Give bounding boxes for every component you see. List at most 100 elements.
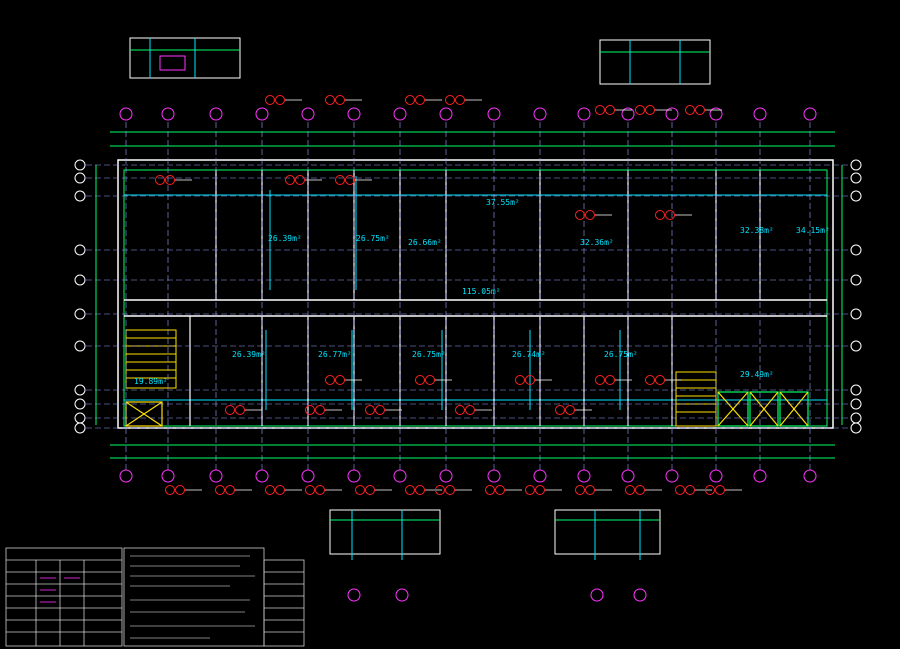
tag-circle: [595, 105, 605, 115]
axis-bubble: [74, 172, 86, 184]
tag-circle: [485, 485, 495, 495]
tag-circle: [165, 175, 175, 185]
tag-circle: [275, 95, 285, 105]
detail-bottom-left: [329, 509, 441, 602]
axis-bubble: [439, 107, 453, 121]
tag-circle: [155, 175, 165, 185]
tag-circle: [715, 485, 725, 495]
tag-circle: [425, 375, 435, 385]
axis-bubble: [850, 274, 862, 286]
tag-circle: [215, 485, 225, 495]
room-area-label: 115.05m²: [462, 287, 501, 296]
tag-circle: [445, 95, 455, 105]
tag-circle: [295, 175, 305, 185]
axis-bubble: [487, 469, 501, 483]
tag-circle: [565, 405, 575, 415]
tag-circle: [525, 485, 535, 495]
detail-bottom-right: [554, 509, 661, 602]
axis-bubble: [347, 107, 361, 121]
axis-bubble: [850, 159, 862, 171]
axis-bubble: [74, 159, 86, 171]
axis-bubble: [74, 412, 86, 424]
tag-circle: [315, 405, 325, 415]
tag-circle: [285, 175, 295, 185]
axis-bubble: [487, 107, 501, 121]
axis-bubble: [665, 107, 679, 121]
axis-bubble: [665, 469, 679, 483]
tag-circle: [685, 485, 695, 495]
room-area-label: 29.49m²: [740, 370, 774, 379]
tag-circle: [265, 95, 275, 105]
axis-bubble: [301, 107, 315, 121]
axis-bubble: [709, 469, 723, 483]
tag-circle: [225, 485, 235, 495]
dimension-lines: [95, 131, 843, 459]
axis-bubble: [850, 412, 862, 424]
tag-circle: [345, 175, 355, 185]
tag-circle: [175, 485, 185, 495]
tag-circle: [625, 485, 635, 495]
room-area-label: 26.66m²: [408, 238, 442, 247]
axis-bubble: [803, 107, 817, 121]
tag-circle: [375, 405, 385, 415]
tag-circle: [415, 485, 425, 495]
axis-bubble: [850, 308, 862, 320]
tag-circle: [495, 485, 505, 495]
axis-bubble: [850, 422, 862, 434]
axis-bubble: [393, 469, 407, 483]
tag-circle: [445, 485, 455, 495]
axis-bubble: [161, 107, 175, 121]
room-area-label: 26.77m²: [318, 350, 352, 359]
axis-bubble: [255, 469, 269, 483]
axis-bubble: [301, 469, 315, 483]
tag-circle: [415, 95, 425, 105]
axis-bubble: [850, 172, 862, 184]
tag-circle: [675, 485, 685, 495]
tag-circle: [705, 485, 715, 495]
tag-circle: [415, 375, 425, 385]
axis-bubble: [74, 384, 86, 396]
room-area-label: 26.75m²: [412, 350, 446, 359]
tag-circle: [635, 105, 645, 115]
axis-bubble: [533, 469, 547, 483]
axis-bubble: [709, 107, 723, 121]
axis-bubble: [161, 469, 175, 483]
axis-bubble: [621, 469, 635, 483]
axis-bubble: [850, 340, 862, 352]
tag-circle: [585, 210, 595, 220]
axis-bubble: [74, 274, 86, 286]
grid-axes: [74, 107, 862, 483]
tag-circle: [645, 105, 655, 115]
axis-bubble: [74, 244, 86, 256]
tag-circle: [235, 405, 245, 415]
tag-circle: [655, 375, 665, 385]
tag-circle: [575, 210, 585, 220]
tag-circle: [555, 405, 565, 415]
room-area-label: 26.39m²: [232, 350, 266, 359]
tag-circle: [655, 210, 665, 220]
axis-bubble: [850, 244, 862, 256]
room-area-label: 26.39m²: [268, 234, 302, 243]
tag-circle: [605, 375, 615, 385]
tag-circle: [335, 95, 345, 105]
room-area-label: 19.89m²: [134, 377, 168, 386]
axis-bubble: [850, 398, 862, 410]
tag-circle: [665, 210, 675, 220]
axis-bubble: [74, 308, 86, 320]
tag-circle: [165, 485, 175, 495]
axis-bubble: [850, 384, 862, 396]
axis-bubble: [753, 469, 767, 483]
legend-table: [5, 547, 305, 647]
plumbing-lines: [265, 176, 621, 410]
axis-bubble: [209, 469, 223, 483]
tag-circle: [595, 375, 605, 385]
tag-circle: [355, 485, 365, 495]
axis-bubble: [393, 107, 407, 121]
axis-bubble: [850, 190, 862, 202]
axis-bubble: [577, 469, 591, 483]
tag-circle: [535, 485, 545, 495]
tag-circle: [525, 375, 535, 385]
axis-bubble: [255, 107, 269, 121]
